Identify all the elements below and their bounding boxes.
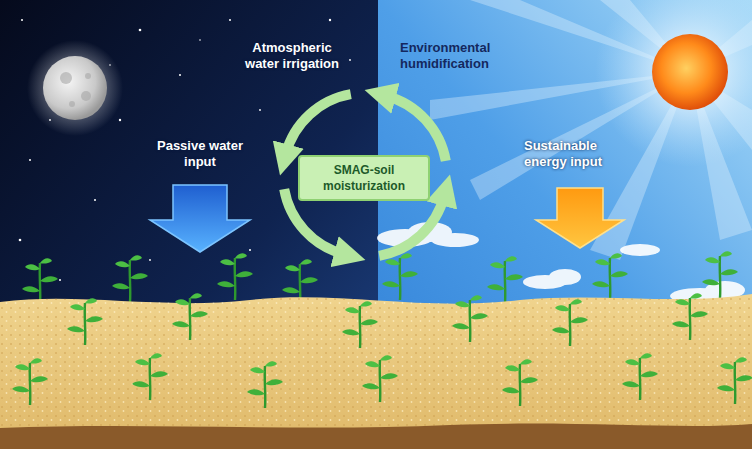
sun-glow xyxy=(595,0,752,167)
input-label: Sustainable energy input xyxy=(524,138,628,170)
soil-base xyxy=(0,424,752,449)
box-text: SMAG-soil moisturization xyxy=(308,162,420,194)
water-input-arrow xyxy=(150,185,250,252)
soil xyxy=(0,294,752,449)
sun xyxy=(652,34,728,110)
input-label: Passive water input xyxy=(148,138,252,170)
cycle-label: Environmental humidification xyxy=(400,40,512,72)
soil-texture xyxy=(0,294,752,449)
moon-craters xyxy=(60,72,91,107)
moon xyxy=(43,56,107,120)
cycle-label: Atmospheric water irrigation xyxy=(235,40,349,72)
process-box: SMAG-soil moisturization xyxy=(298,155,430,201)
plants-front xyxy=(12,293,752,408)
stars xyxy=(19,19,351,281)
plants-back xyxy=(22,251,738,306)
energy-input-arrow xyxy=(536,188,624,248)
moon-glow xyxy=(27,40,123,136)
cycle-arrows xyxy=(284,94,446,256)
